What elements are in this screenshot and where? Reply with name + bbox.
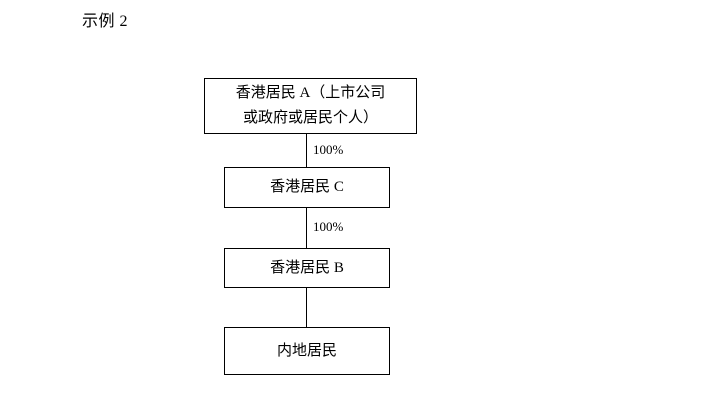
node-hk-resident-b-text: 香港居民 B (225, 256, 389, 281)
node-mainland-resident-line-1: 内地居民 (276, 342, 337, 359)
node-hk-resident-c: 香港居民 C (224, 167, 390, 208)
node-hk-resident-a-line-2: 或政府或居民个人） (242, 110, 378, 126)
node-hk-resident-a-text: 香港居民 A（上市公司 或政府或居民个人） (205, 81, 416, 131)
connector-a-to-c (306, 134, 307, 167)
node-hk-resident-a-line-1: 香港居民 A（上市公司 (235, 85, 386, 101)
node-hk-resident-a: 香港居民 A（上市公司 或政府或居民个人） (204, 78, 417, 134)
connector-b-to-mainland-resident (306, 288, 307, 327)
node-hk-resident-c-line-1: 香港居民 C (270, 179, 344, 195)
node-mainland-resident-text: 内地居民 (225, 339, 389, 364)
edge-label-c-to-b: 100% (313, 219, 344, 234)
edge-label-a-to-c: 100% (313, 142, 344, 157)
connector-c-to-b (306, 208, 307, 248)
node-hk-resident-b: 香港居民 B (224, 248, 390, 288)
figure-title: 示例 2 (82, 13, 129, 30)
node-hk-resident-b-line-1: 香港居民 B (270, 259, 344, 276)
node-hk-resident-c-text: 香港居民 C (225, 175, 389, 200)
node-mainland-resident: 内地居民 (224, 327, 390, 375)
